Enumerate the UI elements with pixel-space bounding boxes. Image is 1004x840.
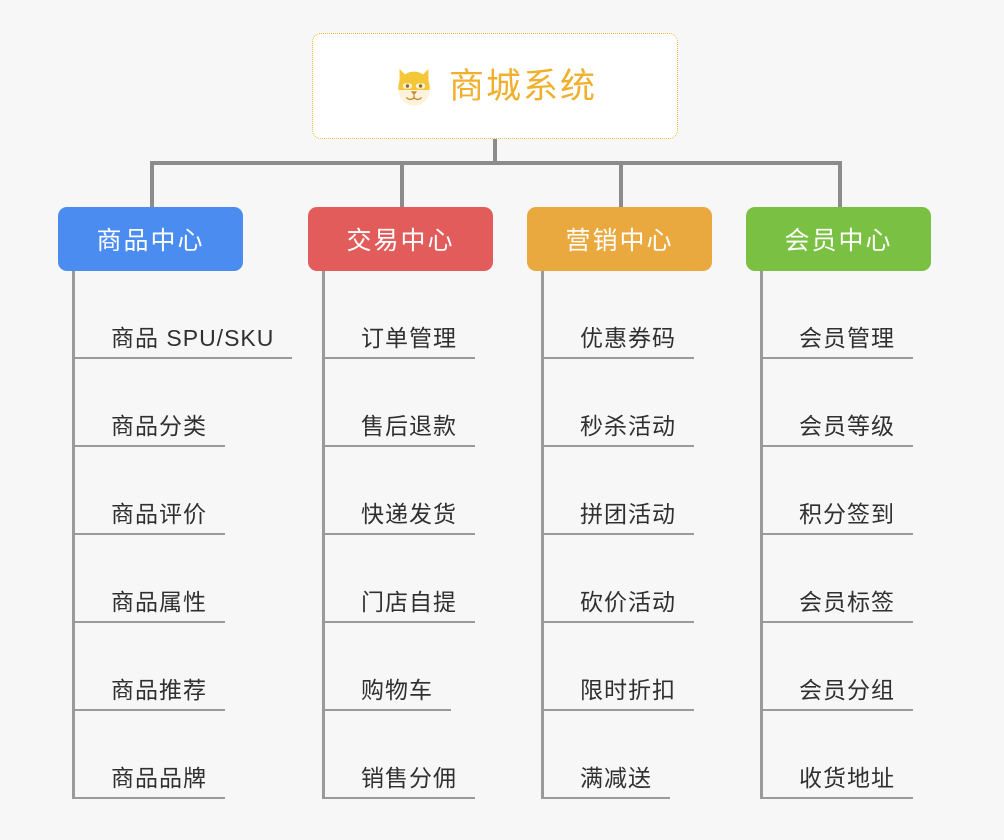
branch-spine — [322, 271, 325, 799]
branch-header-交易中心[interactable]: 交易中心 — [308, 207, 493, 271]
leaf-item-label: 拼团活动 — [580, 500, 676, 527]
leaf-item-label: 商品属性 — [111, 588, 207, 615]
leaf-item[interactable]: 拼团活动 — [544, 447, 694, 535]
leaf-item-label: 限时折扣 — [580, 676, 676, 703]
leaf-item[interactable]: 商品评价 — [75, 447, 225, 535]
branch-spine — [760, 271, 763, 799]
leaf-item[interactable]: 会员管理 — [763, 271, 913, 359]
leaf-item[interactable]: 砍价活动 — [544, 535, 694, 623]
leaf-item[interactable]: 购物车 — [325, 623, 451, 711]
leaf-item-label: 订单管理 — [361, 324, 457, 351]
leaf-item[interactable]: 优惠券码 — [544, 271, 694, 359]
leaf-item-label: 收货地址 — [799, 764, 895, 791]
branch-header-商品中心[interactable]: 商品中心 — [58, 207, 243, 271]
leaf-item-label: 商品 SPU/SKU — [111, 324, 275, 351]
leaf-item[interactable]: 满减送 — [544, 711, 670, 799]
leaf-item-label: 会员管理 — [799, 324, 895, 351]
leaf-item-label: 砍价活动 — [580, 588, 676, 615]
branch-header-label: 会员中心 — [784, 227, 893, 255]
leaf-item[interactable]: 秒杀活动 — [544, 359, 694, 447]
leaf-item-label: 秒杀活动 — [580, 412, 676, 439]
branch-spine — [72, 271, 75, 799]
branch-spine — [541, 271, 544, 799]
branch-header-label: 商品中心 — [96, 227, 205, 255]
connector-drop-branch-4 — [838, 161, 842, 209]
leaf-item-label: 商品品牌 — [111, 764, 207, 791]
connector-drop-branch-1 — [150, 161, 154, 209]
leaf-item-label: 商品推荐 — [111, 676, 207, 703]
leaf-item-label: 门店自提 — [361, 588, 457, 615]
branch-header-营销中心[interactable]: 营销中心 — [527, 207, 712, 271]
root-node[interactable]: 商城系统 — [312, 33, 678, 139]
leaf-item[interactable]: 订单管理 — [325, 271, 475, 359]
connector-drop-branch-2 — [400, 161, 404, 209]
branch-header-会员中心[interactable]: 会员中心 — [746, 207, 931, 271]
leaf-item-label: 满减送 — [580, 764, 652, 791]
root-title: 商城系统 — [448, 66, 597, 106]
leaf-item-label: 积分签到 — [799, 500, 895, 527]
branch-header-label: 交易中心 — [346, 227, 455, 255]
connector-horizontal-bus — [150, 161, 842, 165]
leaf-item[interactable]: 商品推荐 — [75, 623, 225, 711]
dog-face-icon — [398, 68, 430, 106]
leaf-item[interactable]: 会员标签 — [763, 535, 913, 623]
leaf-item[interactable]: 会员等级 — [763, 359, 913, 447]
connector-root-trunk — [493, 139, 497, 165]
branch-header-label: 营销中心 — [565, 227, 674, 255]
leaf-item[interactable]: 商品 SPU/SKU — [75, 271, 293, 359]
leaf-item-label: 商品评价 — [111, 500, 207, 527]
leaf-item-label: 会员等级 — [799, 412, 895, 439]
leaf-item[interactable]: 限时折扣 — [544, 623, 694, 711]
leaf-item-label: 会员分组 — [799, 676, 895, 703]
leaf-item[interactable]: 商品属性 — [75, 535, 225, 623]
leaf-item-label: 商品分类 — [111, 412, 207, 439]
leaf-item[interactable]: 积分签到 — [763, 447, 913, 535]
leaf-item[interactable]: 商品分类 — [75, 359, 225, 447]
leaf-item[interactable]: 门店自提 — [325, 535, 475, 623]
leaf-item-label: 会员标签 — [799, 588, 895, 615]
leaf-item-label: 优惠券码 — [580, 324, 676, 351]
leaf-item[interactable]: 快递发货 — [325, 447, 475, 535]
leaf-item[interactable]: 会员分组 — [763, 623, 913, 711]
leaf-item-label: 快递发货 — [361, 500, 457, 527]
leaf-item[interactable]: 收货地址 — [763, 711, 913, 799]
leaf-item-label: 销售分佣 — [361, 764, 457, 791]
leaf-item[interactable]: 销售分佣 — [325, 711, 475, 799]
connector-drop-branch-3 — [619, 161, 623, 209]
leaf-item-label: 售后退款 — [361, 412, 457, 439]
leaf-item[interactable]: 售后退款 — [325, 359, 475, 447]
leaf-item[interactable]: 商品品牌 — [75, 711, 225, 799]
leaf-item-label: 购物车 — [361, 676, 433, 703]
